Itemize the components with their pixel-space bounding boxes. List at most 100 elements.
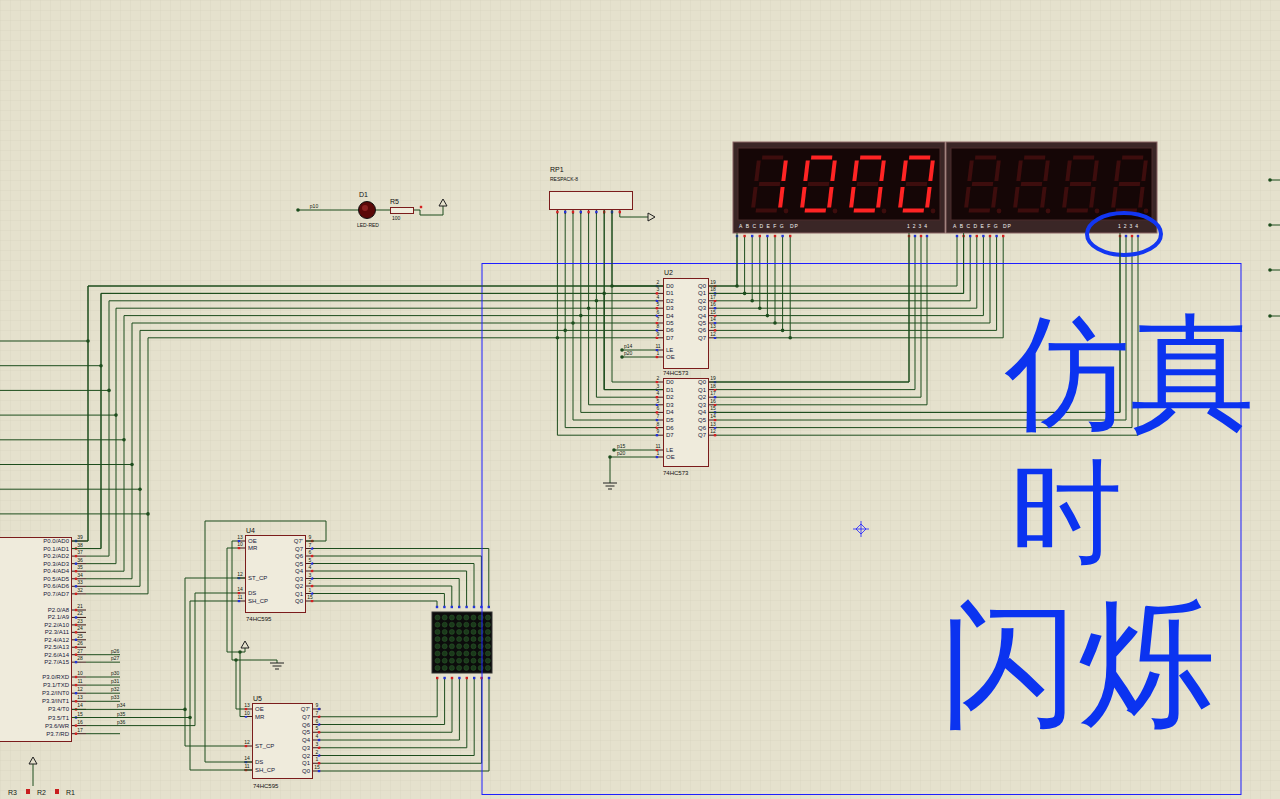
pin-name: SH_CP xyxy=(255,767,275,773)
junction-dot xyxy=(788,336,792,340)
junction-dot xyxy=(773,321,777,325)
matrix-led xyxy=(464,637,469,642)
pin-stub xyxy=(588,210,589,214)
wire-connector xyxy=(709,233,964,293)
part-ref: R2 xyxy=(37,789,46,796)
pin-stub xyxy=(72,610,86,611)
matrix-led xyxy=(449,637,454,642)
wire xyxy=(0,415,116,416)
pin-number: 39 xyxy=(77,535,83,540)
matrix-led xyxy=(449,651,454,656)
part-ref: RP1 xyxy=(550,166,564,173)
ground-symbol xyxy=(603,483,617,489)
pin-number: 6 xyxy=(316,719,319,724)
pin-number: 14 xyxy=(77,703,83,708)
pin-name: OE xyxy=(248,538,257,544)
wire xyxy=(321,679,474,756)
pin-group-label: 1234 xyxy=(1118,224,1141,229)
wire xyxy=(314,556,481,606)
pin-number: 34 xyxy=(77,573,83,578)
matrix-led xyxy=(435,665,440,670)
wire xyxy=(86,693,120,694)
pin-number: 14 xyxy=(244,756,250,761)
wire xyxy=(414,206,443,215)
part-value: 74HC595 xyxy=(246,616,271,622)
shift-register-chip: U4OEMRST_CPDSSH_CPQ7'Q7Q6Q5Q4Q3Q2Q1Q074H… xyxy=(245,535,306,613)
led-dp xyxy=(1144,209,1149,214)
pin-number: 4 xyxy=(657,391,660,396)
led-segment xyxy=(898,187,904,208)
pin-stub xyxy=(313,771,321,772)
led-segment xyxy=(903,209,924,213)
pin-group-label: DP xyxy=(1003,224,1012,229)
pin-name: MR xyxy=(255,714,264,720)
led-segment xyxy=(751,187,757,208)
pin-name: D2 xyxy=(666,298,674,304)
wire xyxy=(622,357,655,358)
net-label: p20 xyxy=(624,351,632,356)
pin-state xyxy=(75,676,77,678)
pin-stub xyxy=(655,435,663,436)
wire xyxy=(0,390,109,391)
pin-state xyxy=(451,606,453,608)
pin-name: P3.5/T1 xyxy=(48,715,69,721)
pin-state xyxy=(619,211,621,213)
display-window xyxy=(951,148,1152,220)
pin-state xyxy=(238,592,240,594)
matrix-led xyxy=(435,637,440,642)
led-segment xyxy=(808,182,829,186)
pin-stub xyxy=(580,210,581,214)
display-body xyxy=(733,142,945,233)
matrix-led xyxy=(457,644,462,649)
pin-name: Q0 xyxy=(698,283,706,289)
display-window xyxy=(738,148,940,220)
pin-state xyxy=(759,235,761,237)
led-dp xyxy=(1046,209,1051,214)
pin-state xyxy=(580,211,582,213)
pin-name: Q4 xyxy=(295,568,303,574)
pin-stub xyxy=(655,337,663,338)
pin-name: Q0 xyxy=(698,379,706,385)
pin-name: Q7 xyxy=(698,335,706,341)
matrix-led xyxy=(471,665,476,670)
pin-state xyxy=(473,606,475,608)
pin-number: 13 xyxy=(710,422,716,427)
resistor-symbol: R5100 xyxy=(390,207,414,214)
led-segment xyxy=(827,187,833,208)
wire xyxy=(717,237,970,301)
led-segment xyxy=(857,182,878,186)
led-segment xyxy=(906,182,927,186)
pin-state xyxy=(443,677,445,679)
pin-state xyxy=(473,677,475,679)
pin-stub xyxy=(655,404,663,405)
pin-number: 15 xyxy=(77,712,83,717)
pin-state xyxy=(436,677,438,679)
part-value: 100 xyxy=(392,216,400,221)
pin-state xyxy=(564,211,566,213)
wire xyxy=(717,237,927,405)
pin-number: 5 xyxy=(309,558,312,563)
pin-number: 15 xyxy=(710,310,716,315)
matrix-led xyxy=(464,658,469,663)
pin-name: Q1 xyxy=(698,290,706,296)
led-segment xyxy=(1092,161,1098,182)
pin-stub xyxy=(306,548,314,549)
pin-state xyxy=(238,547,240,549)
pin-state xyxy=(995,235,997,237)
pin-stub xyxy=(72,733,86,734)
pin-name: ST_CP xyxy=(248,575,267,581)
pin-stub xyxy=(237,593,245,594)
pin-name: P0.4/AD4 xyxy=(43,568,69,574)
pin-number: 14 xyxy=(237,587,243,592)
pin-group-label: ABCDEFG xyxy=(953,224,1001,229)
pin-number: 5 xyxy=(657,302,660,307)
net-label: p30 xyxy=(111,671,119,676)
matrix-led xyxy=(449,658,454,663)
wire-connector xyxy=(72,293,663,548)
pin-number: 3 xyxy=(657,384,660,389)
part-value: LED-RED xyxy=(357,223,379,228)
pin-name: Q1 xyxy=(295,591,303,597)
pin-name: Q7 xyxy=(295,546,303,552)
pin-stub xyxy=(72,617,86,618)
